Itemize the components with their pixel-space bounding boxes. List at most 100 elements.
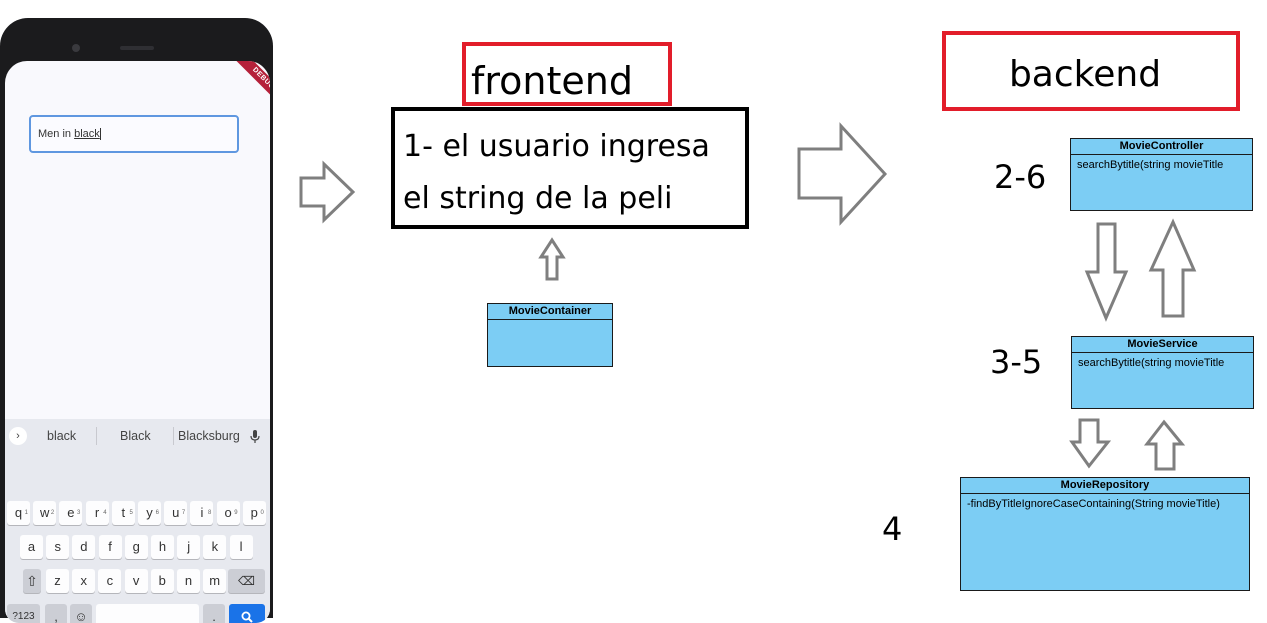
key-o-number-hint: 9 (234, 510, 238, 516)
key-w-label: w (39, 505, 50, 520)
key-d[interactable]: d (72, 535, 96, 559)
arrow-up-icon (1143, 419, 1186, 471)
key-x-label: x (80, 573, 87, 588)
symbols-key[interactable]: ?123 (7, 604, 40, 623)
key-t-label: t (121, 505, 126, 520)
key-g-label: g (132, 539, 140, 554)
key-z[interactable]: z (46, 569, 69, 593)
comma-key[interactable]: , (45, 604, 67, 623)
key-m[interactable]: m (203, 569, 227, 593)
phone-frame: DEBUG Men in black › black Black Blacksb… (0, 18, 273, 623)
arrow-down-icon (1084, 222, 1129, 322)
key-b[interactable]: b (150, 569, 174, 593)
input-text-prefix: Men in (38, 128, 75, 140)
key-e-label: e (67, 505, 75, 520)
key-r-number-hint: 4 (103, 510, 107, 516)
debug-ribbon: DEBUG (234, 61, 270, 108)
key-u-number-hint: 7 (181, 510, 186, 516)
key-s[interactable]: s (46, 535, 70, 559)
key-b-label: b (158, 573, 166, 588)
key-d-label: d (80, 539, 88, 554)
key-s-label: s (54, 539, 61, 554)
movie-container-class: MovieContainer (487, 303, 613, 367)
movie-service-class: MovieService searchBytitle(string movieT… (1071, 336, 1254, 409)
emoji-icon[interactable]: ☺ (70, 604, 92, 623)
key-a[interactable]: a (20, 535, 43, 559)
arrow-right-icon (299, 160, 356, 224)
key-p-label: p (250, 505, 258, 520)
input-text-composing: black (74, 128, 100, 140)
key-c-label: c (106, 573, 114, 588)
arrow-down-icon (1069, 418, 1112, 469)
key-n-label: n (184, 573, 193, 588)
arrow-right-icon (797, 122, 888, 226)
step-number-repository: 4 (882, 510, 903, 548)
key-y-label: y (146, 505, 153, 520)
key-e-number-hint: 3 (77, 510, 81, 516)
movie-search-input[interactable]: Men in black (29, 115, 239, 153)
key-l-label: l (239, 539, 243, 554)
movie-service-title: MovieService (1072, 337, 1253, 353)
search-icon[interactable] (229, 604, 265, 623)
period-key[interactable]: . (203, 604, 225, 623)
suggestion-1[interactable]: black (47, 429, 77, 443)
key-j[interactable]: j (177, 535, 201, 559)
key-n[interactable]: n (177, 569, 200, 593)
suggestion-3[interactable]: Blacksburg (178, 429, 240, 443)
microphone-icon[interactable] (250, 430, 260, 449)
key-w-number-hint: 2 (50, 510, 55, 516)
key-x[interactable]: x (72, 569, 96, 593)
key-m-label: m (209, 573, 221, 588)
key-g[interactable]: g (124, 535, 148, 559)
key-h[interactable]: h (151, 535, 174, 559)
step-1-line-2: el string de la peli (403, 181, 673, 216)
key-j-label: j (187, 539, 191, 554)
key-r-label: r (94, 505, 100, 520)
key-l[interactable]: l (229, 535, 253, 559)
suggestion-divider (173, 427, 174, 445)
space-key[interactable] (96, 604, 199, 623)
movie-controller-title: MovieController (1071, 139, 1252, 155)
key-c[interactable]: c (98, 569, 122, 593)
arrow-up-icon (1148, 218, 1197, 318)
key-v[interactable]: v (124, 569, 148, 593)
key-f[interactable]: f (98, 535, 122, 559)
key-h-label: h (158, 539, 167, 554)
movie-controller-class: MovieController searchBytitle(string mov… (1070, 138, 1253, 211)
key-k[interactable]: k (203, 535, 227, 559)
key-p-number-hint: 0 (260, 510, 264, 516)
movie-service-method: searchBytitle(string movieTitle (1078, 357, 1225, 369)
movie-controller-method: searchBytitle(string movieTitle (1077, 159, 1224, 171)
backend-label: backend (942, 31, 1240, 111)
shift-icon[interactable]: ⇧ (23, 569, 41, 593)
step-1-line-1: 1- el usuario ingresa (403, 129, 710, 164)
step-1-box: 1- el usuario ingresa el string de la pe… (391, 107, 749, 229)
movie-repository-class: MovieRepository -findByTitleIgnoreCaseCo… (960, 477, 1250, 591)
chevron-right-icon[interactable]: › (9, 427, 27, 445)
movie-container-title: MovieContainer (488, 304, 612, 320)
key-v-label: v (132, 573, 140, 588)
key-f-label: f (108, 539, 112, 554)
text-cursor (99, 128, 101, 140)
earpiece (120, 46, 154, 50)
backspace-icon[interactable]: ⌫ (228, 569, 265, 593)
key-i-number-hint: 8 (208, 510, 212, 516)
key-u-label: u (172, 505, 180, 520)
key-z-label: z (54, 573, 61, 588)
key-o-label: o (224, 505, 232, 520)
key-q-number-hint: 1 (24, 510, 28, 516)
key-a-label: a (27, 539, 36, 554)
suggestion-2[interactable]: Black (120, 429, 151, 443)
key-y-number-hint: 6 (155, 510, 159, 516)
